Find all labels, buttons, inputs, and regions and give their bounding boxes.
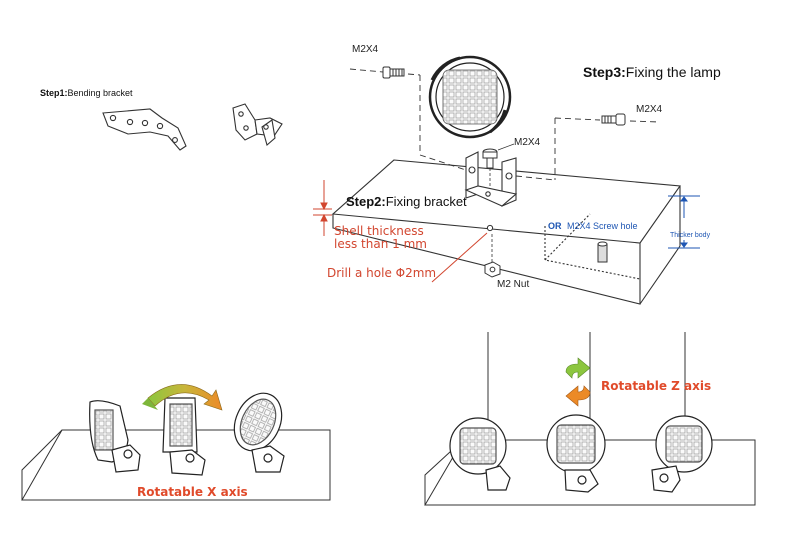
screw-label-top-left: M2X4 — [352, 44, 379, 55]
x-lamp-center — [162, 397, 206, 476]
drill-leader — [431, 232, 488, 283]
z-axis-label: Rotatable Z axis — [601, 379, 712, 393]
step3-text: Fixing the lamp — [625, 64, 721, 80]
lamp-head — [428, 55, 512, 139]
z-lamp-center — [546, 414, 606, 493]
shell-thickness-line1: Shell thickness — [334, 224, 424, 238]
screw-hole-label: M2X4 Screw hole — [567, 221, 638, 231]
screw-label-right: M2X4 — [636, 104, 663, 115]
center-screw-leader — [497, 143, 515, 151]
step1-text: Bending bracket — [67, 88, 133, 98]
step2-prefix: Step2: — [346, 194, 386, 209]
drill-hole — [486, 224, 494, 232]
bent-bracket-flat — [102, 108, 187, 151]
left-screw — [382, 66, 405, 79]
center-bracket — [464, 151, 518, 207]
x-axis-label: Rotatable X axis — [137, 485, 248, 499]
x-axis-rotation-arrow — [142, 384, 223, 411]
bent-bracket-folded — [232, 103, 283, 146]
center-screw — [482, 148, 498, 169]
step3-prefix: Step3: — [583, 64, 626, 80]
step2-label: Step2:Fixing bracket — [346, 195, 467, 208]
z-lamp-left — [449, 417, 511, 491]
shell-thickness-dimension — [313, 180, 332, 236]
right-screw — [601, 113, 626, 126]
or-label: OR — [548, 221, 562, 231]
m2-nut — [484, 261, 501, 278]
z-lamp-right — [651, 415, 713, 493]
step1-prefix: Step1: — [40, 88, 68, 98]
thicker-body-label: Thicker body — [670, 232, 711, 239]
shell-thickness-line2: less than 1 mm — [334, 237, 427, 251]
step3-label: Step3:Fixing the lamp — [583, 65, 721, 79]
thicker-body-dimension — [668, 195, 700, 249]
step2-text: Fixing bracket — [385, 194, 467, 209]
x-lamp-right — [233, 392, 285, 473]
step1-label: Step1:Bending bracket — [40, 89, 133, 98]
x-lamp-left — [89, 400, 141, 473]
screw-hole-post — [597, 241, 608, 263]
nut-label: M2 Nut — [497, 279, 530, 290]
assembly-lines — [349, 68, 661, 181]
drill-hole-label: Drill a hole Φ2mm — [327, 266, 437, 280]
screw-label-center: M2X4 — [514, 137, 541, 148]
z-axis-rotation-arrow — [565, 357, 591, 407]
